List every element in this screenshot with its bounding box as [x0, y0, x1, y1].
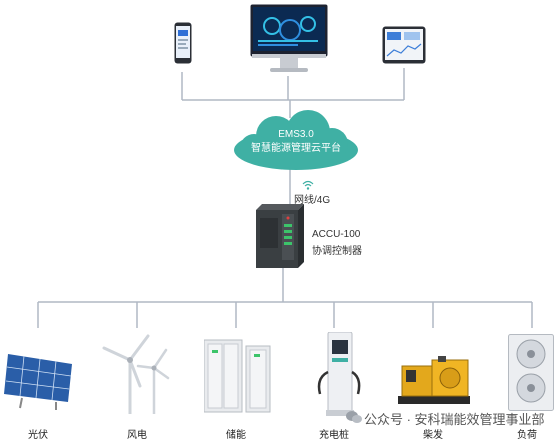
energy-storage-icon: [204, 339, 271, 413]
watermark-text: 公众号 · 安科瑞能效管理事业部: [364, 412, 545, 427]
charging-pile-icon: [317, 332, 361, 416]
controller-icon: [256, 204, 304, 268]
network-label: 网线/4G: [294, 195, 331, 206]
wind-turbine-icon: [102, 334, 170, 414]
cloud-title: EMS3.0: [278, 129, 314, 140]
monitor-icon: [250, 4, 328, 72]
controller-model: ACCU-100: [312, 229, 361, 240]
device-label-storage: 储能: [226, 430, 246, 441]
diesel-generator-icon: [398, 356, 470, 404]
controller-name: 协调控制器: [312, 246, 362, 257]
solar-panel-icon: [4, 354, 72, 410]
cloud-platform-icon: [234, 110, 358, 170]
phone-icon: [174, 22, 192, 64]
wechat-icon: [346, 411, 362, 423]
device-label-load: 负荷: [517, 430, 537, 441]
device-label-charging: 充电桩: [319, 430, 349, 441]
cloud-subtitle: 智慧能源管理云平台: [251, 143, 341, 154]
device-label-wind: 风电: [127, 430, 147, 441]
tablet-icon: [382, 26, 426, 64]
wifi-icon: [302, 180, 314, 190]
device-label-diesel: 柴发: [423, 430, 443, 441]
device-label-solar: 光伏: [28, 430, 48, 441]
load-unit-icon: [508, 334, 554, 411]
